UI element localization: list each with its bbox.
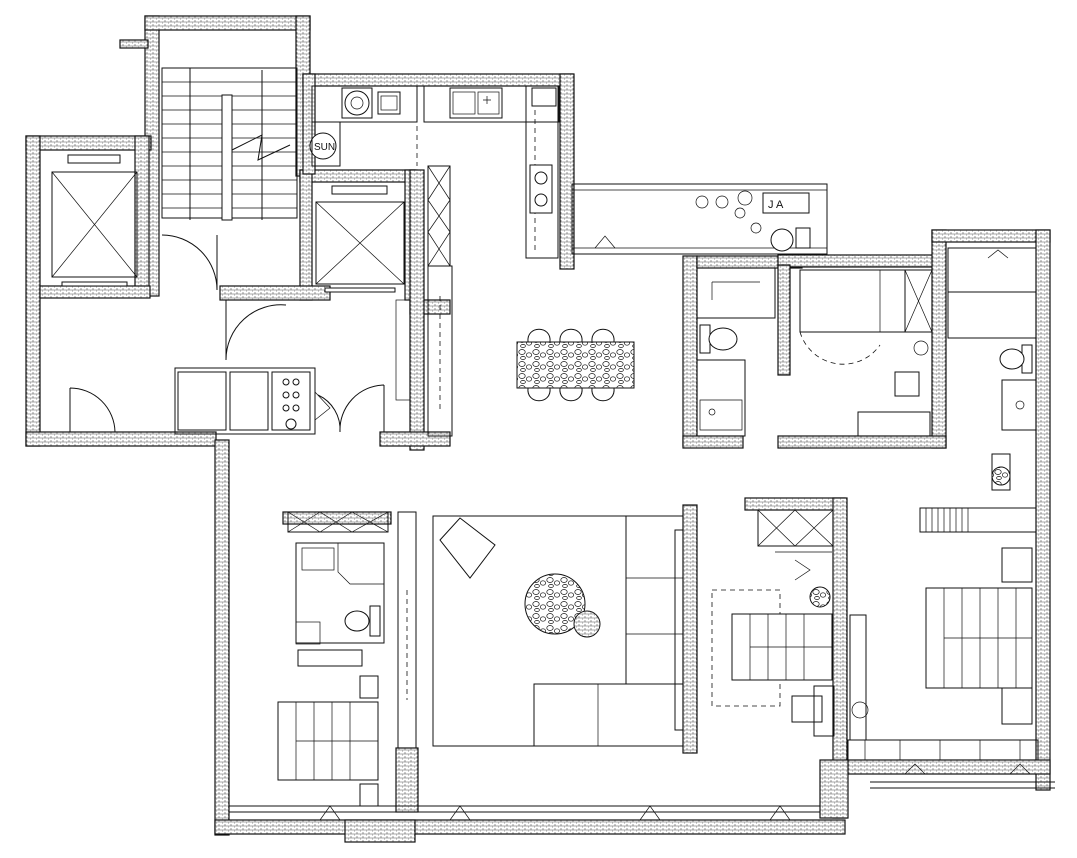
- bathroom-1: [682, 255, 803, 449]
- stove-icon: [529, 164, 553, 214]
- dining-table: [516, 328, 635, 402]
- elevator-1: [51, 154, 138, 287]
- desk-chair-icon: [791, 695, 823, 723]
- outer-walls: [214, 759, 1055, 843]
- living-room: [432, 504, 698, 754]
- plant-icon: [695, 190, 762, 234]
- bed-study: [731, 613, 833, 681]
- toilet-icon: [699, 324, 738, 354]
- dining-area: [379, 169, 635, 451]
- staircase: [161, 67, 298, 221]
- toilet-icon: [344, 605, 381, 637]
- master-bedroom: [847, 453, 1039, 765]
- washing-machine-icon: [341, 87, 373, 119]
- elevator-2: [219, 169, 418, 301]
- svg-text:J A: J A: [768, 199, 784, 211]
- bed-master: [925, 587, 1033, 689]
- toilet-icon: [999, 344, 1033, 374]
- utility-sink-icon: [377, 91, 401, 115]
- utility-shaft: [174, 367, 331, 435]
- vanity-stool-icon: [894, 340, 929, 397]
- sofa: [533, 515, 684, 747]
- bedroom-left: [214, 439, 419, 836]
- ensuite-bath: [295, 542, 385, 645]
- stove-label-badge: SUN: [309, 132, 337, 160]
- study-room: [711, 497, 848, 819]
- elevator-lobby: [25, 135, 418, 447]
- lounge-chair: [439, 517, 496, 579]
- kitchen: SUN: [302, 73, 575, 270]
- round-coffee-table: [524, 573, 601, 638]
- master-dressing: [777, 229, 947, 449]
- svg-text:SUN: SUN: [314, 142, 335, 153]
- kitchen-sink-icon: [449, 87, 503, 119]
- garden-balcony: J A: [571, 183, 828, 255]
- bed-left: [277, 701, 379, 781]
